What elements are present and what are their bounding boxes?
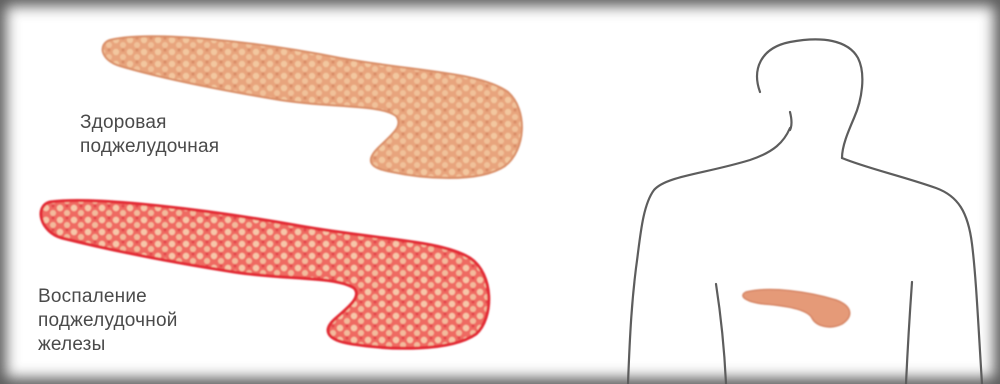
left-arm-inner [716, 284, 726, 384]
healthy-pancreas-label: Здоровая поджелудочная [80, 111, 219, 159]
head-outline [757, 39, 862, 158]
body-outline [628, 39, 982, 384]
right-torso-outline [842, 158, 982, 384]
inflamed-label-line-2: поджелудочной [38, 309, 178, 333]
healthy-label-line-1: Здоровая [80, 111, 219, 135]
right-arm-inner [906, 282, 912, 384]
neck-left [790, 112, 792, 130]
left-torso-outline [628, 128, 790, 384]
inflamed-label-line-1: Воспаление [38, 285, 178, 309]
pancreas-in-body [743, 290, 850, 327]
healthy-label-line-2: поджелудочная [80, 135, 219, 159]
inflamed-label-line-3: железы [38, 333, 178, 357]
inflamed-pancreas-label: Воспаление поджелудочной железы [38, 285, 178, 357]
